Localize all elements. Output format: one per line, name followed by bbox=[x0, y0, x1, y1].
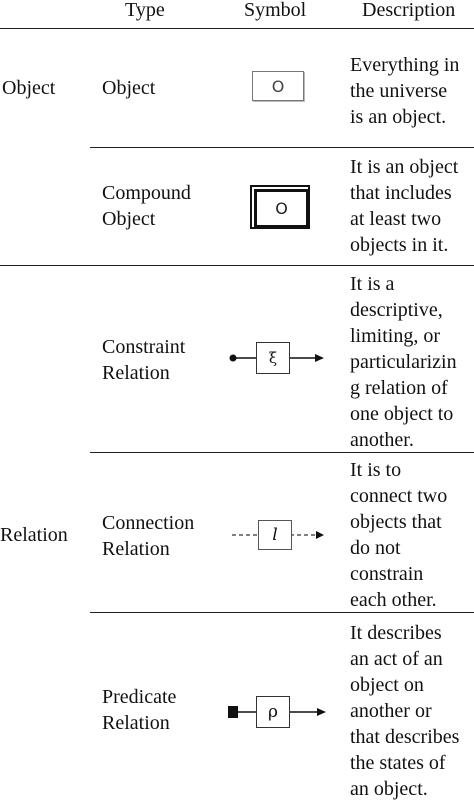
compound-outer-frame bbox=[250, 185, 310, 229]
category-object: Object bbox=[2, 77, 56, 99]
connection-symbol-box: l bbox=[258, 520, 292, 550]
type-compound-object: Compound Object bbox=[102, 182, 191, 230]
row-divider-constraint bbox=[90, 452, 474, 453]
type-predicate-relation: Predicate Relation bbox=[102, 686, 177, 734]
description-connection-relation: It is to connect two objects that do not… bbox=[350, 459, 448, 611]
description-compound-object: It is an object that includes at least t… bbox=[350, 156, 459, 256]
predicate-connector bbox=[228, 706, 326, 718]
constraint-connector bbox=[229, 354, 324, 362]
description-constraint-relation: It is a descriptive, limiting, or partic… bbox=[350, 273, 457, 451]
header-symbol: Symbol bbox=[244, 0, 307, 21]
header-type: Type bbox=[125, 0, 165, 21]
header-rule bbox=[0, 28, 474, 29]
object-symbol: O bbox=[252, 71, 304, 101]
compound-object-symbol: O bbox=[250, 185, 310, 229]
description-predicate-relation: It describes an act of an object on anot… bbox=[350, 622, 460, 800]
row-divider-connection bbox=[90, 612, 474, 613]
category-relation: Relation bbox=[0, 524, 68, 546]
type-constraint-relation: Constraint Relation bbox=[102, 336, 186, 384]
predicate-relation-symbol: ρ bbox=[228, 694, 326, 730]
compound-inner-box: O bbox=[254, 189, 309, 228]
constraint-relation-symbol: ξ bbox=[228, 340, 324, 376]
connection-relation-symbol: l bbox=[232, 518, 324, 552]
description-object: Everything in the universe is an object. bbox=[350, 54, 460, 128]
header-description: Description bbox=[362, 0, 456, 21]
type-connection-relation: Connection Relation bbox=[102, 512, 195, 560]
constraint-symbol-box: ξ bbox=[256, 342, 290, 374]
type-object: Object bbox=[102, 77, 156, 99]
row-divider-object bbox=[90, 147, 474, 148]
predicate-symbol-box: ρ bbox=[256, 696, 290, 728]
object-symbol-box: O bbox=[252, 71, 304, 101]
category-divider bbox=[0, 265, 474, 266]
connection-connector bbox=[232, 531, 324, 539]
